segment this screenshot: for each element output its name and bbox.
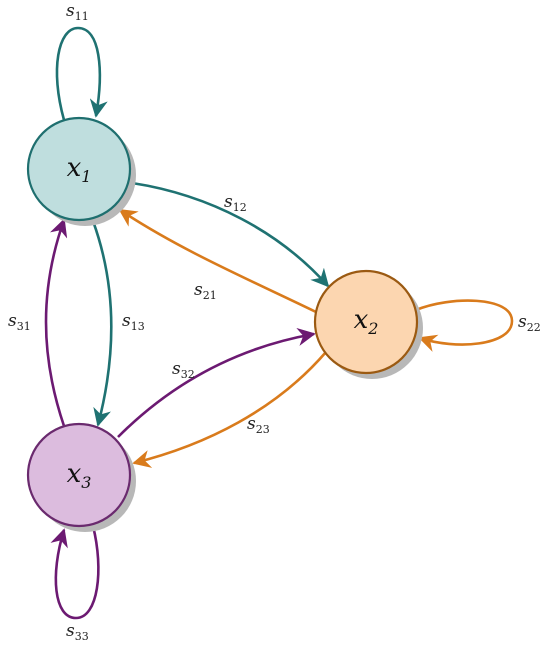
edge-label-s11: s11 — [66, 1, 89, 23]
node-x2-circle — [313, 269, 419, 375]
edge-s31 — [44, 218, 68, 427]
edge-s21 — [118, 208, 317, 314]
edge-label-s33: s33 — [66, 621, 89, 643]
edge-label-s31: s31 — [8, 311, 31, 333]
node-x2: x2 — [313, 269, 423, 379]
edge-label-s12: s12 — [224, 192, 247, 214]
node-x3: x3 — [26, 422, 136, 532]
edge-s32 — [117, 327, 316, 438]
node-x3-circle — [26, 422, 132, 528]
node-x2-label: x2 — [354, 305, 379, 338]
node-x1: x1 — [26, 116, 136, 226]
edge-s33 — [50, 525, 100, 620]
edge-label-s22: s22 — [518, 312, 541, 334]
edge-s22 — [415, 299, 514, 352]
edge-label-s21: s21 — [194, 280, 217, 302]
node-x1-circle — [26, 116, 132, 222]
edge-label-s13: s13 — [122, 311, 145, 333]
edge-label-s23: s23 — [247, 414, 270, 436]
edge-label-s32: s32 — [172, 359, 195, 381]
edge-s12 — [131, 181, 330, 288]
node-x3-label: x3 — [67, 459, 92, 492]
edge-s11 — [55, 26, 108, 121]
edge-s23 — [132, 351, 327, 468]
edge-s13 — [91, 220, 113, 427]
node-x1-label: x1 — [67, 153, 92, 186]
